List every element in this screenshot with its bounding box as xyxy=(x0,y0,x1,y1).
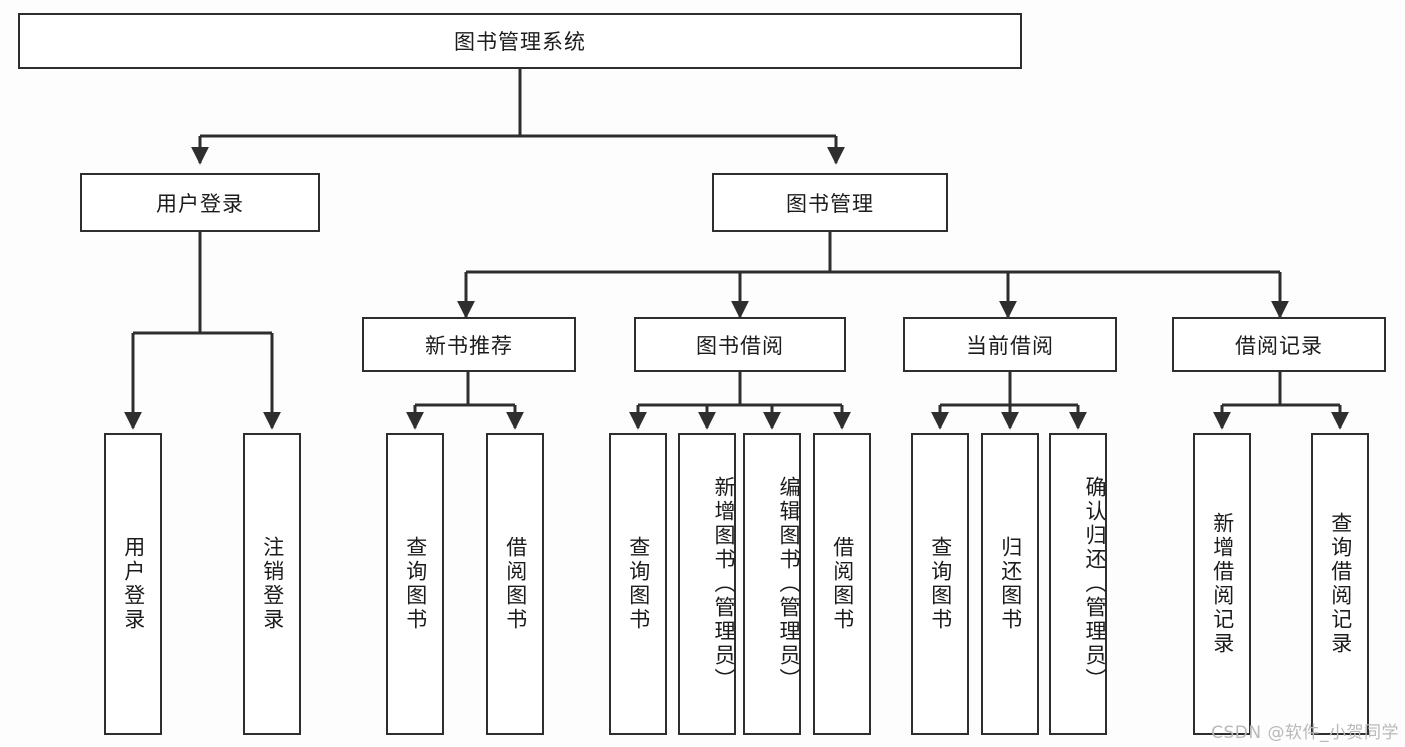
leaf-add-book[interactable]: 新增图书（管理员） xyxy=(678,433,736,735)
node-current-borrow-label: 当前借阅 xyxy=(966,333,1054,358)
leaf-logout-login[interactable]: 注销登录 xyxy=(243,433,301,735)
leaf-borrow-book-2-label: 借阅图书 xyxy=(830,536,855,632)
node-new-book-recommend[interactable]: 新书推荐 xyxy=(362,317,576,372)
leaf-borrow-book-2[interactable]: 借阅图书 xyxy=(813,433,871,735)
leaf-query-book-2-label: 查询图书 xyxy=(626,536,651,632)
node-borrow-record[interactable]: 借阅记录 xyxy=(1172,317,1386,372)
leaf-add-record-label: 新增借阅记录 xyxy=(1210,512,1235,656)
leaf-borrow-book-1[interactable]: 借阅图书 xyxy=(486,433,544,735)
leaf-borrow-book-1-label: 借阅图书 xyxy=(503,536,528,632)
node-book-management[interactable]: 图书管理 xyxy=(712,173,948,232)
node-book-management-label: 图书管理 xyxy=(786,191,874,216)
node-root[interactable]: 图书管理系统 xyxy=(18,13,1022,69)
leaf-edit-book[interactable]: 编辑图书（管理员） xyxy=(743,433,801,735)
node-book-borrow[interactable]: 图书借阅 xyxy=(634,317,846,372)
node-root-label: 图书管理系统 xyxy=(454,30,586,54)
node-book-borrow-label: 图书借阅 xyxy=(696,333,784,358)
leaf-user-login[interactable]: 用户登录 xyxy=(104,433,162,735)
node-new-book-recommend-label: 新书推荐 xyxy=(425,333,513,358)
node-borrow-record-label: 借阅记录 xyxy=(1235,333,1323,358)
leaf-add-record[interactable]: 新增借阅记录 xyxy=(1193,433,1251,735)
leaf-return-book-label: 归还图书 xyxy=(998,536,1023,632)
leaf-user-login-label: 用户登录 xyxy=(121,536,146,632)
leaf-confirm-return[interactable]: 确认归还（管理员） xyxy=(1049,433,1107,735)
node-user-login-label: 用户登录 xyxy=(156,191,244,216)
leaf-confirm-return-label: 确认归还（管理员） xyxy=(1083,476,1107,692)
leaf-query-book-1-label: 查询图书 xyxy=(403,536,428,632)
leaf-query-book-2[interactable]: 查询图书 xyxy=(609,433,667,735)
leaf-logout-login-label: 注销登录 xyxy=(260,536,285,632)
node-current-borrow[interactable]: 当前借阅 xyxy=(903,317,1117,372)
leaf-query-book-3-label: 查询图书 xyxy=(928,536,953,632)
leaf-return-book[interactable]: 归还图书 xyxy=(981,433,1039,735)
leaf-query-book-3[interactable]: 查询图书 xyxy=(911,433,969,735)
leaf-edit-book-label: 编辑图书（管理员） xyxy=(777,476,801,692)
leaf-add-book-label: 新增图书（管理员） xyxy=(712,476,736,692)
leaf-query-book-1[interactable]: 查询图书 xyxy=(386,433,444,735)
leaf-query-record-label: 查询借阅记录 xyxy=(1328,512,1353,656)
node-user-login[interactable]: 用户登录 xyxy=(80,173,320,232)
csdn-watermark: CSDN @软件_小贺同学 xyxy=(1211,723,1399,743)
leaf-query-record[interactable]: 查询借阅记录 xyxy=(1311,433,1369,735)
